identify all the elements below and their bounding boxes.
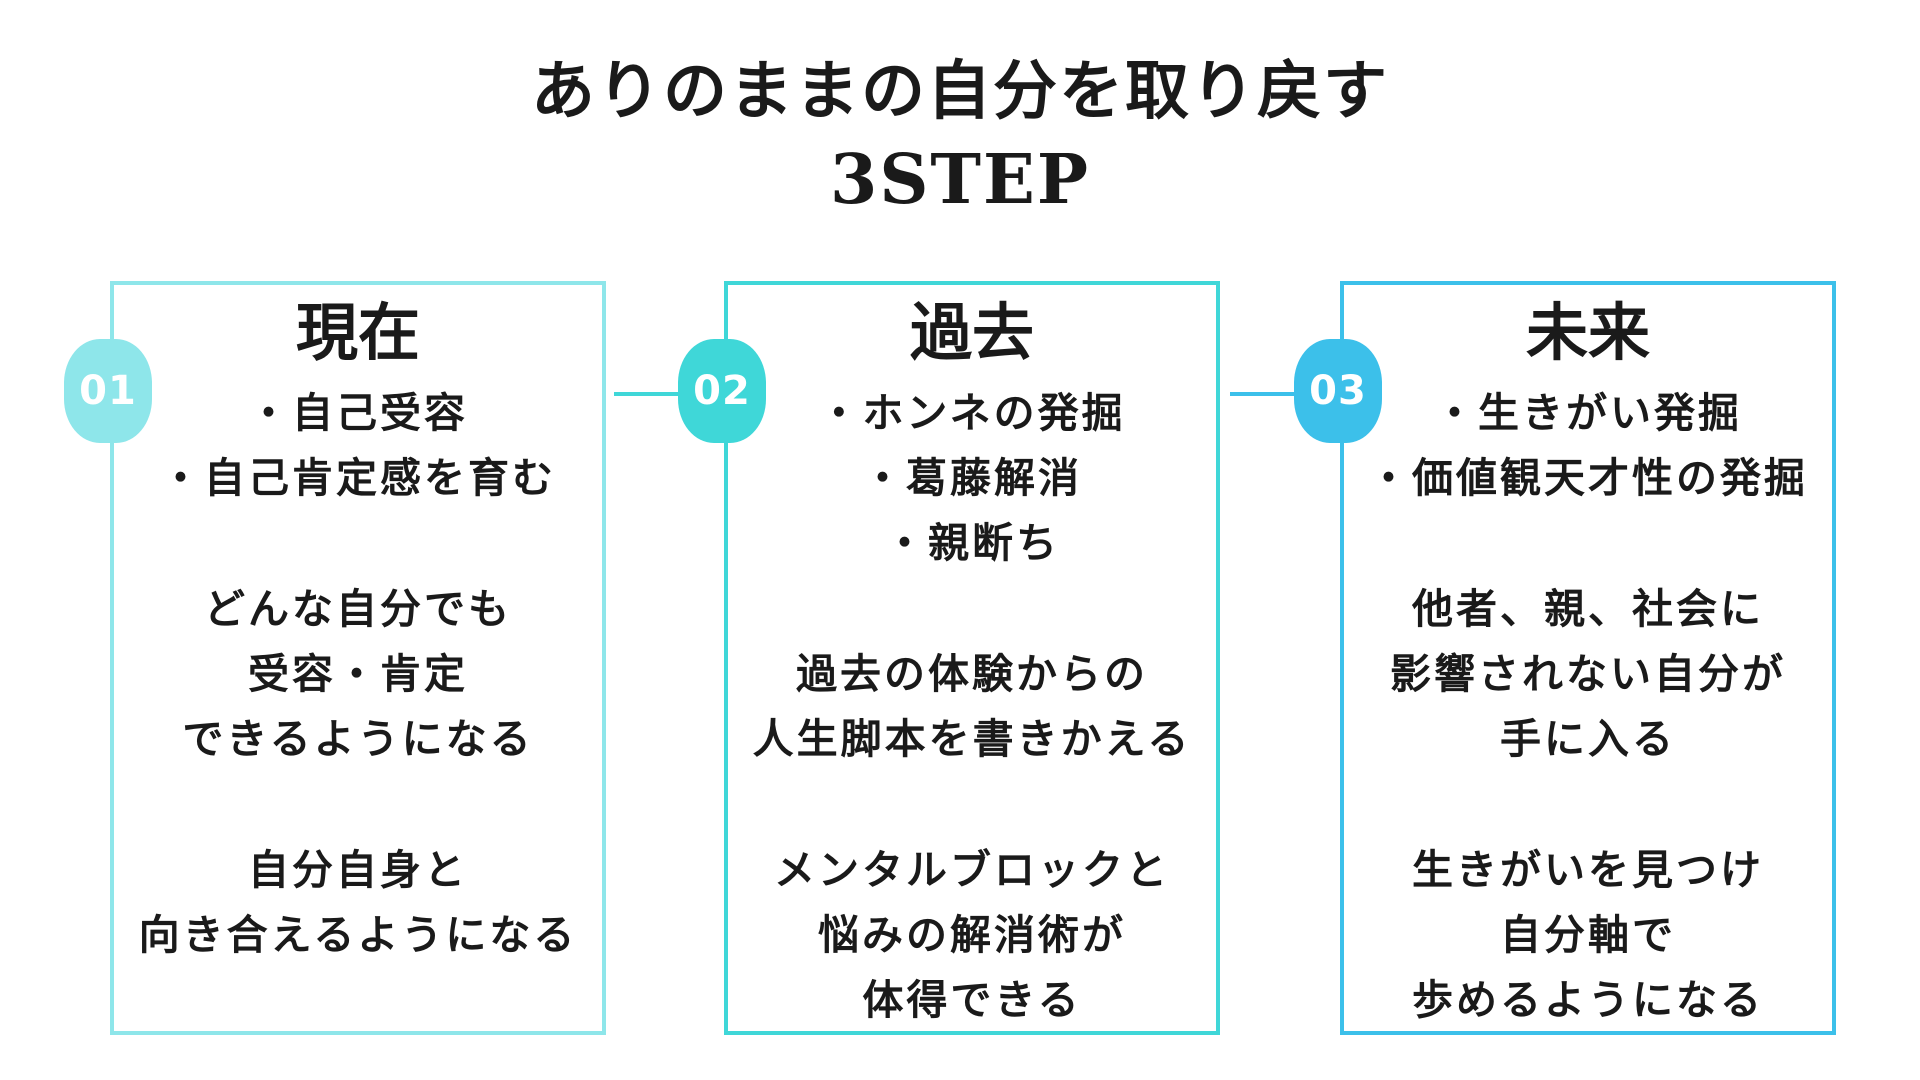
keyword-line: ・親断ち: [884, 519, 1060, 567]
step-outcome: 自分自身と 向き合えるようになる: [114, 838, 602, 968]
description-line: 過去の体験からの: [796, 650, 1148, 698]
step-description: どんな自分でも 受容・肯定 できるようになる: [114, 577, 602, 772]
description-line: 影響されない自分が: [1390, 650, 1786, 698]
keyword-line: ・自己肯定感を育む: [160, 454, 556, 502]
step-number-badge-3: 03: [1294, 339, 1382, 443]
step-heading: 現在: [295, 296, 420, 369]
description-line: どんな自分でも: [204, 585, 512, 633]
step-card-2: 過去 ・ホンネの発掘 ・葛藤解消 ・親断ち 過去の体験からの 人生脚本を書きかえ…: [724, 281, 1220, 1035]
step-keywords: ・自己受容 ・自己肯定感を育む: [114, 381, 602, 511]
step-card-3: 未来 ・生きがい発掘 ・価値観天才性の発掘 他者、親、社会に 影響されない自分が…: [1340, 281, 1836, 1035]
step-keywords: ・生きがい発掘 ・価値観天才性の発掘: [1344, 381, 1832, 511]
title-line-1: ありのままの自分を取り戻す: [531, 54, 1389, 129]
step-card-1: 現在 ・自己受容 ・自己肯定感を育む どんな自分でも 受容・肯定 できるようにな…: [110, 281, 606, 1035]
step-outcome: メンタルブロックと 悩みの解消術が 体得できる: [728, 838, 1216, 1033]
description-line: 受容・肯定: [248, 650, 468, 698]
connector-2-3: [1230, 392, 1342, 396]
description-line: 他者、親、社会に: [1412, 585, 1764, 633]
step-heading: 過去: [909, 296, 1034, 369]
step-heading: 未来: [1525, 296, 1650, 369]
step-keywords: ・ホンネの発掘 ・葛藤解消 ・親断ち: [728, 381, 1216, 576]
outcome-line: 歩めるようになる: [1412, 976, 1764, 1024]
step-body: ・生きがい発掘 ・価値観天才性の発掘 他者、親、社会に 影響されない自分が 手に…: [1344, 381, 1832, 1033]
description-line: 人生脚本を書きかえる: [752, 715, 1192, 763]
keyword-line: ・ホンネの発掘: [818, 389, 1126, 437]
connector-1-2: [614, 392, 726, 396]
step-outcome: 生きがいを見つけ 自分軸で 歩めるようになる: [1344, 838, 1832, 1033]
page-title: ありのままの自分を取り戻す 3STEP: [0, 48, 1920, 224]
step-number-badge-2: 02: [678, 339, 766, 443]
outcome-line: 体得できる: [862, 976, 1082, 1024]
keyword-line: ・生きがい発掘: [1434, 389, 1742, 437]
description-line: できるようになる: [182, 715, 534, 763]
keyword-line: ・葛藤解消: [862, 454, 1082, 502]
outcome-line: 自分軸で: [1500, 911, 1676, 959]
description-line: 手に入る: [1500, 715, 1676, 763]
step-body: ・自己受容 ・自己肯定感を育む どんな自分でも 受容・肯定 できるようになる 自…: [114, 381, 602, 968]
outcome-line: 自分自身と: [248, 846, 468, 894]
outcome-line: 向き合えるようになる: [138, 911, 578, 959]
outcome-line: 悩みの解消術が: [818, 911, 1126, 959]
step-description: 過去の体験からの 人生脚本を書きかえる: [728, 642, 1216, 772]
keyword-line: ・自己受容: [248, 389, 468, 437]
step-description: 他者、親、社会に 影響されない自分が 手に入る: [1344, 577, 1832, 772]
step-body: ・ホンネの発掘 ・葛藤解消 ・親断ち 過去の体験からの 人生脚本を書きかえる メ…: [728, 381, 1216, 1033]
keyword-line: ・価値観天才性の発掘: [1368, 454, 1808, 502]
outcome-line: メンタルブロックと: [774, 846, 1170, 894]
outcome-line: 生きがいを見つけ: [1412, 846, 1764, 894]
title-line-2: 3STEP: [830, 140, 1090, 220]
step-number-badge-1: 01: [64, 339, 152, 443]
